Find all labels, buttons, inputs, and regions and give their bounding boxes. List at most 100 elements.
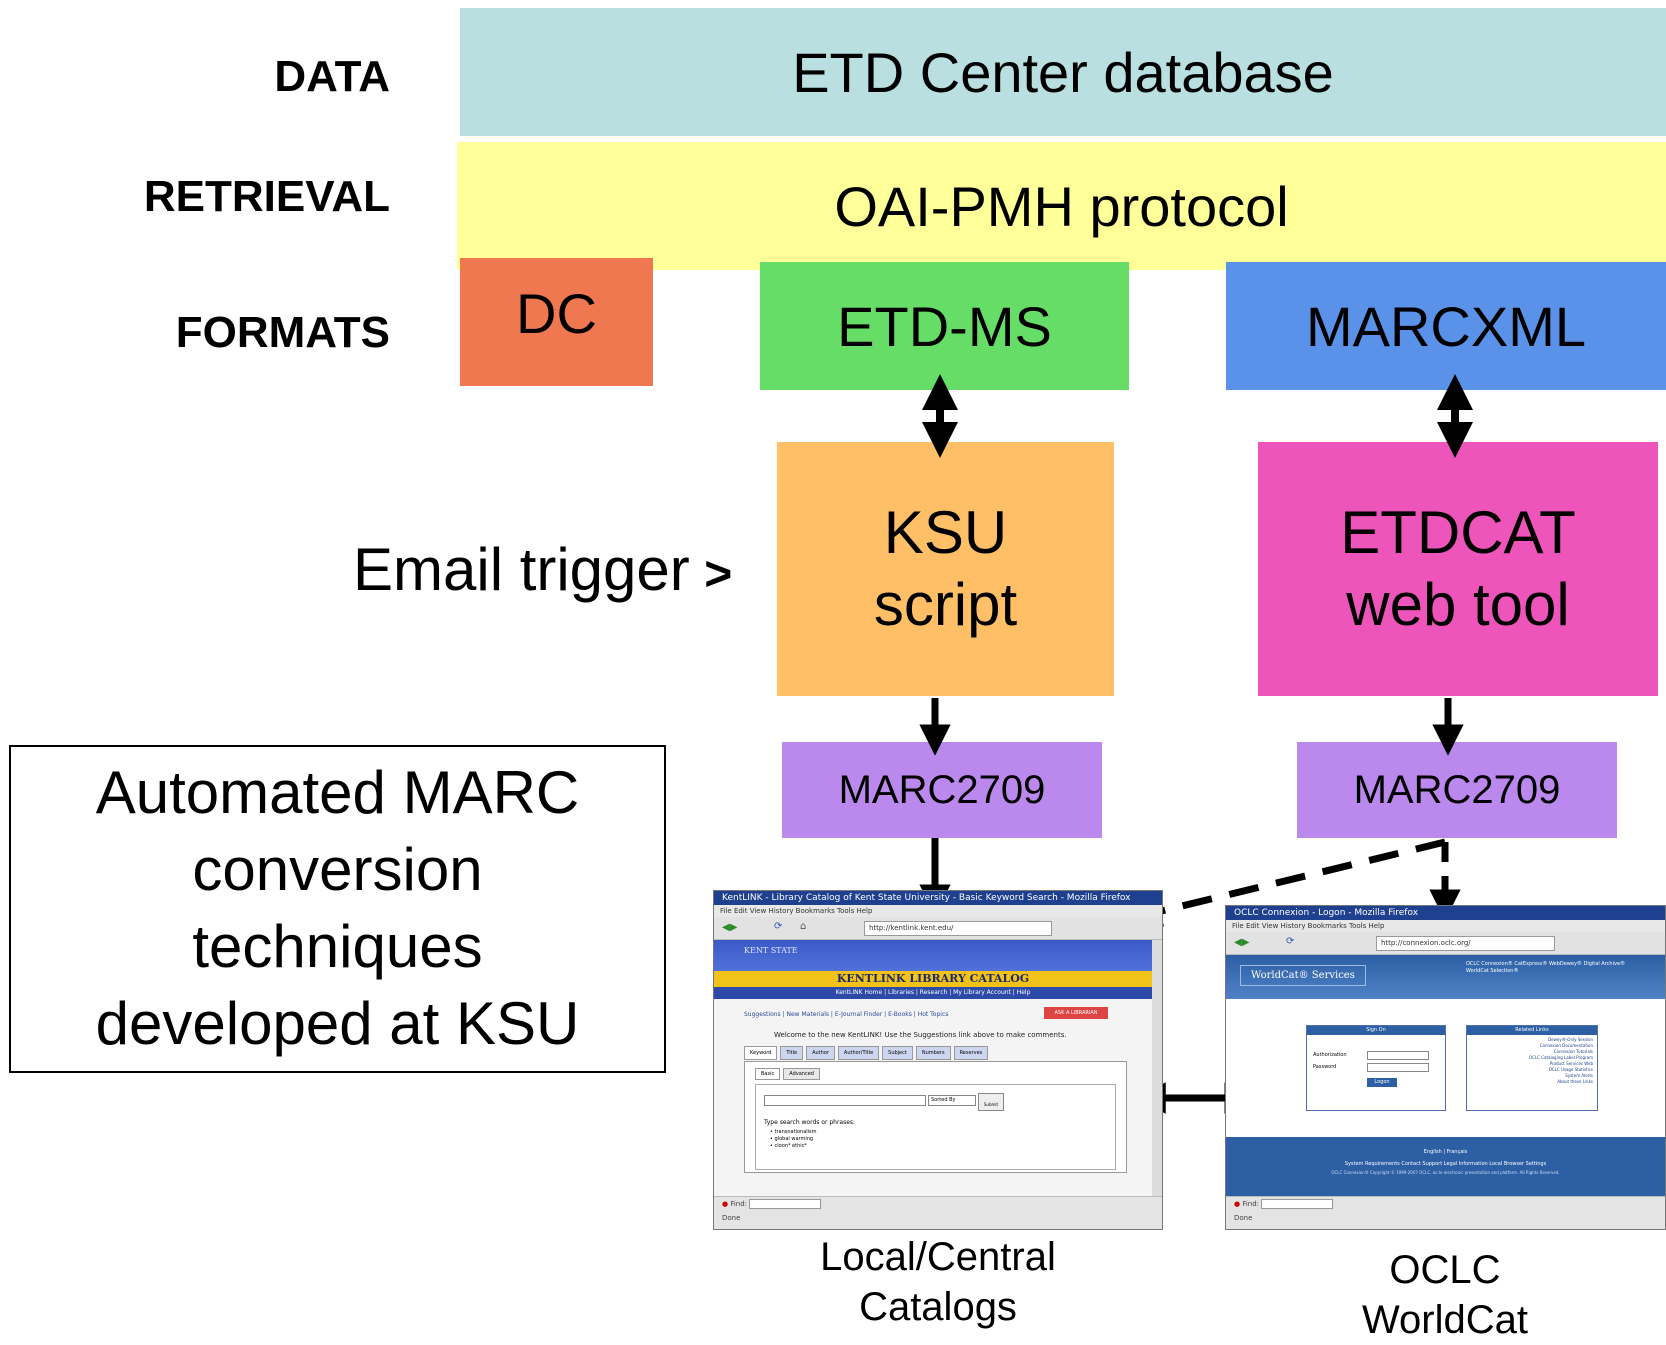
worldcat-menu-bar: File Edit View History Bookmarks Tools H… xyxy=(1226,920,1665,932)
kentlink-search-panel: Basic Advanced Sorted By Submit Type sea… xyxy=(744,1061,1127,1173)
close-find-icon[interactable]: ● xyxy=(1234,1200,1241,1208)
worldcat-products[interactable]: OCLC Connexion® CatExpress® WebDewey® Di… xyxy=(1466,961,1626,974)
kentlink-scrollbar[interactable] xyxy=(1152,940,1162,1197)
example-1: • transnationalism xyxy=(770,1129,817,1135)
row-label-data: DATA xyxy=(274,52,390,101)
tab-subject[interactable]: Subject xyxy=(882,1046,913,1060)
related-link[interactable]: About these Links xyxy=(1557,1079,1593,1084)
authorization-label: Authorization xyxy=(1313,1052,1347,1058)
related-link[interactable]: Dewey®-Only Session xyxy=(1548,1037,1593,1042)
related-link[interactable]: Connexion Documentation xyxy=(1539,1043,1593,1048)
format-dc-box: DC xyxy=(460,258,653,386)
database-layer: ETD Center database xyxy=(460,8,1666,136)
kentlink-welcome: Welcome to the new KentLINK! Use the Sug… xyxy=(774,1031,1067,1039)
email-trigger-arrow: > xyxy=(704,548,733,601)
worldcat-footer: English | Français System Requirements C… xyxy=(1226,1137,1665,1199)
worldcat-url-bar[interactable]: http://connexion.oclc.org/ xyxy=(1376,936,1555,951)
signon-panel: Sign On Authorization Password Logon xyxy=(1306,1025,1446,1111)
worldcat-status-text: Done xyxy=(1234,1214,1253,1222)
kentlink-search-tabs: Keyword Title Author Author/Title Subjec… xyxy=(744,1046,1127,1060)
format-marcxml-box: MARCXML xyxy=(1226,262,1666,390)
kentlink-window-title: KentLINK - Library Catalog of Kent State… xyxy=(714,891,1162,905)
format-etdms-box: ETD-MS xyxy=(760,262,1129,390)
kentlink-subtabs: Basic Advanced xyxy=(755,1068,820,1080)
tab-author-title[interactable]: Author/Title xyxy=(837,1046,880,1060)
kentlink-sort-select[interactable]: Sorted By xyxy=(928,1095,976,1106)
worldcat-navigation-bar: ◀▶ ⟳ http://connexion.oclc.org/ xyxy=(1226,932,1665,955)
kentlink-find-input[interactable] xyxy=(749,1199,822,1209)
subtab-basic[interactable]: Basic xyxy=(755,1068,781,1080)
kentlink-find-label: Find: xyxy=(730,1200,748,1208)
password-label: Password xyxy=(1313,1064,1337,1070)
language-links[interactable]: English | Français xyxy=(1423,1149,1468,1155)
kentlink-status-bar: ● Find: Done xyxy=(714,1196,1162,1229)
email-trigger-label: Email trigger xyxy=(353,536,690,603)
related-links-panel: Related Links Dewey®-Only Session Connex… xyxy=(1466,1025,1598,1111)
worldcat-brand: WorldCat® Services xyxy=(1240,965,1366,986)
kentlink-menu-bar: File Edit View History Bookmarks Tools H… xyxy=(714,905,1162,917)
etdcat-box: ETDCAT web tool xyxy=(1258,442,1658,696)
etdcat-label: ETDCAT web tool xyxy=(1340,499,1576,638)
format-etdms-label: ETD-MS xyxy=(837,294,1052,358)
authorization-input[interactable] xyxy=(1367,1051,1429,1060)
related-link[interactable]: OCLC Cataloging Label Program xyxy=(1529,1055,1593,1060)
note-box: Automated MARC conversion techniques dev… xyxy=(9,745,666,1073)
row-label-formats: FORMATS xyxy=(175,308,390,357)
kentlink-search-examples: • transnationalism • global warming • cl… xyxy=(770,1129,817,1150)
subtab-advanced[interactable]: Advanced xyxy=(783,1068,820,1080)
back-arrow-icon[interactable]: ◀▶ xyxy=(722,922,738,933)
example-3: • cloon* ethic* xyxy=(770,1143,807,1149)
home-icon[interactable]: ⌂ xyxy=(800,921,807,932)
logon-button[interactable]: Logon xyxy=(1367,1078,1397,1087)
close-find-icon[interactable]: ● xyxy=(722,1200,729,1208)
kentlink-navigation-bar: ◀▶ ⟳ ⌂ http://kentlink.kent.edu/ xyxy=(714,917,1162,940)
ksu-script-label: KSU script xyxy=(873,499,1018,638)
reload-icon[interactable]: ⟳ xyxy=(1286,936,1295,947)
kentlink-submit-button[interactable]: Submit xyxy=(978,1093,1004,1111)
related-links-title: Related Links xyxy=(1467,1026,1597,1035)
worldcat-window-title: OCLC Connexion - Logon - Mozilla Firefox xyxy=(1226,906,1665,920)
worldcat-find-label: Find: xyxy=(1242,1200,1260,1208)
footer-links[interactable]: System Requirements Contact Support Lega… xyxy=(1344,1161,1547,1167)
ask-librarian-button[interactable]: ASK A LIBRARIAN xyxy=(1044,1007,1108,1019)
format-dc-label: DC xyxy=(516,281,597,345)
related-link[interactable]: System Alerts xyxy=(1565,1073,1593,1078)
copyright: OCLC Connexion® Copyright © 1999-2007 OC… xyxy=(1331,1170,1560,1175)
kent-state-logo: KENT STATE xyxy=(744,946,798,955)
marc-output-right: MARC2709 xyxy=(1297,742,1617,838)
tab-numbers[interactable]: Numbers xyxy=(915,1046,951,1060)
worldcat-header: WorldCat® Services OCLC Connexion® CatEx… xyxy=(1226,955,1665,999)
password-input[interactable] xyxy=(1367,1063,1429,1072)
tab-author[interactable]: Author xyxy=(806,1046,835,1060)
note-text: Automated MARC conversion techniques dev… xyxy=(95,759,580,1057)
kentlink-search-box: Sorted By Submit Type search words or ph… xyxy=(755,1084,1116,1170)
tab-keyword[interactable]: Keyword xyxy=(744,1046,778,1060)
kentlink-banner: KENTLINK LIBRARY CATALOG xyxy=(714,971,1152,987)
worldcat-screenshot: OCLC Connexion - Logon - Mozilla Firefox… xyxy=(1225,905,1666,1230)
ksu-script-box: KSU script xyxy=(777,442,1114,696)
related-link[interactable]: Connexion Tutorials xyxy=(1553,1049,1593,1054)
related-link[interactable]: Product Services Web xyxy=(1549,1061,1593,1066)
signon-title: Sign On xyxy=(1307,1026,1445,1035)
kentlink-subnav[interactable]: Suggestions | New Materials | E-Journal … xyxy=(744,1011,949,1018)
kentlink-nav-links[interactable]: KentLINK Home | Libraries | Research | M… xyxy=(714,987,1152,999)
protocol-layer: OAI-PMH protocol xyxy=(457,142,1666,270)
protocol-label: OAI-PMH protocol xyxy=(834,174,1289,238)
marc-output-left-label: MARC2709 xyxy=(838,767,1046,812)
worldcat-status-bar: ● Find: Done xyxy=(1226,1196,1665,1229)
example-2: • global warming xyxy=(770,1136,814,1142)
kentlink-url-bar[interactable]: http://kentlink.kent.edu/ xyxy=(864,921,1052,936)
tab-reserves[interactable]: Reserves xyxy=(953,1046,989,1060)
reload-icon[interactable]: ⟳ xyxy=(774,921,783,932)
related-link[interactable]: OCLC Usage Statistics xyxy=(1548,1067,1593,1072)
marc-output-right-label: MARC2709 xyxy=(1353,767,1561,812)
tab-title[interactable]: Title xyxy=(780,1046,804,1060)
row-label-retrieval: RETRIEVAL xyxy=(143,172,390,221)
worldcat-find-input[interactable] xyxy=(1261,1199,1334,1209)
worldcat-body: Sign On Authorization Password Logon Rel… xyxy=(1226,999,1665,1137)
database-label: ETD Center database xyxy=(792,40,1334,104)
back-arrow-icon[interactable]: ◀▶ xyxy=(1234,937,1250,948)
marc-to-local-catalog-dashed-arrow xyxy=(1129,838,1446,927)
kentlink-search-input[interactable] xyxy=(764,1095,926,1106)
format-marcxml-label: MARCXML xyxy=(1305,294,1587,358)
